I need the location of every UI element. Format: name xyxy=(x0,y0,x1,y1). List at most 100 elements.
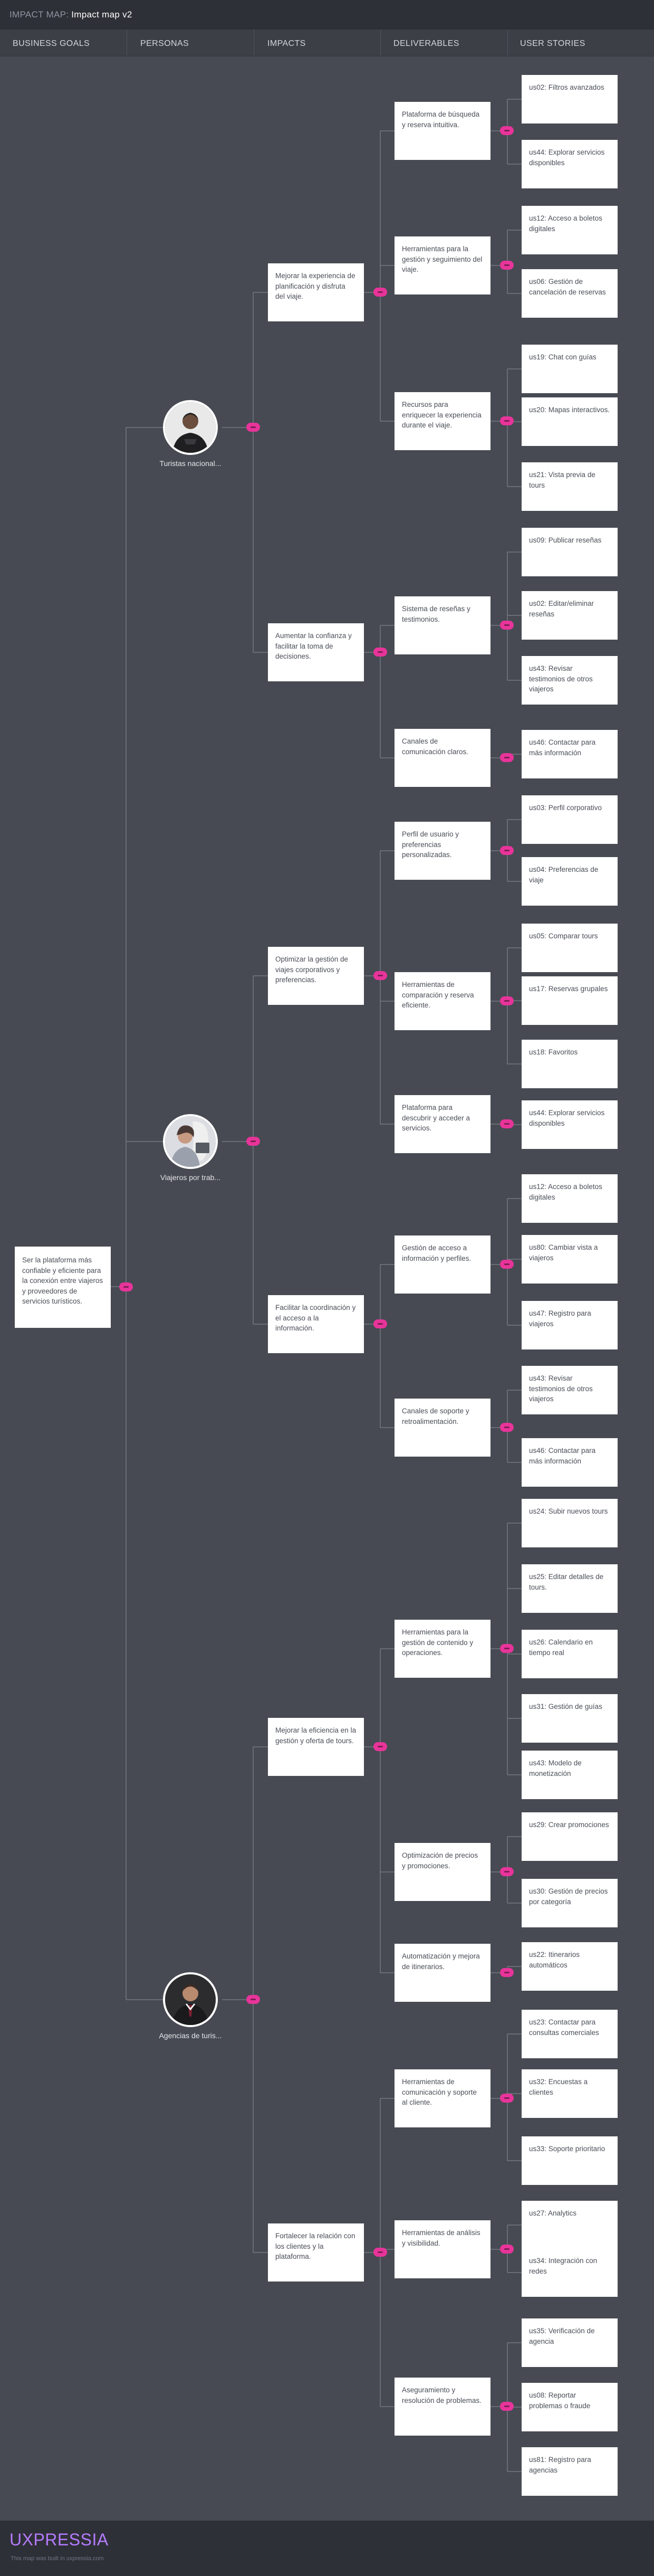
story-card[interactable]: us23: Contactar para consultas comercial… xyxy=(522,2010,618,2058)
expand-collapse-toggle[interactable] xyxy=(373,1319,387,1328)
impact-card[interactable]: Fortalecer la relación con los clientes … xyxy=(268,2223,364,2282)
expand-collapse-toggle[interactable] xyxy=(373,1742,387,1751)
story-card[interactable]: us08: Reportar problemas o fraude xyxy=(522,2383,618,2431)
expand-collapse-toggle[interactable] xyxy=(500,753,514,762)
expand-collapse-toggle[interactable] xyxy=(500,416,514,425)
story-card[interactable]: us81: Registro para agencias xyxy=(522,2447,618,2496)
expand-collapse-toggle[interactable] xyxy=(500,996,514,1005)
story-card[interactable]: us32: Encuestas a clientes xyxy=(522,2069,618,2118)
deliverable-card[interactable]: Herramientas de comparación y reserva ef… xyxy=(395,972,491,1030)
story-card[interactable]: us02: Filtros avanzados xyxy=(522,75,618,123)
expand-collapse-toggle[interactable] xyxy=(373,288,387,297)
expand-collapse-toggle[interactable] xyxy=(500,2402,514,2411)
story-card[interactable]: us46: Contactar para más información xyxy=(522,730,618,778)
story-card[interactable]: us12: Acceso a boletos digitales xyxy=(522,1174,618,1223)
story-card[interactable]: us20: Mapas interactivos. xyxy=(522,397,618,446)
deliverable-card[interactable]: Canales de comunicación claros. xyxy=(395,729,491,787)
story-card[interactable]: us27: Analytics xyxy=(522,2201,618,2249)
deliverable-card[interactable]: Aseguramiento y resolución de problemas. xyxy=(395,2378,491,2436)
deliverable-card[interactable]: Optimización de precios y promociones. xyxy=(395,1843,491,1901)
expand-collapse-toggle[interactable] xyxy=(500,126,514,135)
story-card[interactable]: us05: Comparar tours xyxy=(522,924,618,972)
brand-logo[interactable]: UXPRESSIA xyxy=(9,2530,109,2549)
footer-note: This map was built in uxpressia.com xyxy=(11,2555,104,2562)
deliverable-card[interactable]: Herramientas para la gestión de contenid… xyxy=(395,1620,491,1678)
story-card[interactable]: us12: Acceso a boletos digitales xyxy=(522,206,618,254)
deliverable-card[interactable]: Herramientas de análisis y visibilidad. xyxy=(395,2220,491,2278)
story-card[interactable]: us44: Explorar servicios disponibles xyxy=(522,1100,618,1149)
expand-collapse-toggle[interactable] xyxy=(500,621,514,630)
expand-collapse-toggle[interactable] xyxy=(246,423,260,432)
expand-collapse-toggle[interactable] xyxy=(500,2245,514,2254)
expand-collapse-toggle[interactable] xyxy=(246,1995,260,2004)
persona-name: Viajeros por trab... xyxy=(160,1173,221,1182)
deliverable-card[interactable]: Herramientas para la gestión y seguimien… xyxy=(395,236,491,294)
deliverable-card[interactable]: Recursos para enriquecer la experiencia … xyxy=(395,392,491,450)
expand-collapse-toggle[interactable] xyxy=(373,971,387,980)
story-card[interactable]: us35: Verificación de agencia xyxy=(522,2318,618,2367)
deliverable-card[interactable]: Sistema de reseñas y testimonios. xyxy=(395,596,491,654)
story-card[interactable]: us17: Reservas grupales xyxy=(522,976,618,1025)
deliverable-card[interactable]: Perfil de usuario y preferencias persona… xyxy=(395,822,491,880)
expand-collapse-toggle[interactable] xyxy=(373,648,387,657)
story-card[interactable]: us22: Itinerarios automáticos xyxy=(522,1942,618,1991)
expand-collapse-toggle[interactable] xyxy=(373,2248,387,2257)
expand-collapse-toggle[interactable] xyxy=(500,1968,514,1977)
goal-card[interactable]: Ser la plataforma más confiable y eficie… xyxy=(15,1247,111,1328)
deliverable-card[interactable]: Plataforma de búsqueda y reserva intuiti… xyxy=(395,102,491,160)
story-card[interactable]: us34: Integración con redes xyxy=(522,2248,618,2297)
deliverable-card[interactable]: Automatización y mejora de itinerarios. xyxy=(395,1944,491,2002)
impact-card[interactable]: Facilitar la coordinación y el acceso a … xyxy=(268,1295,364,1353)
deliverable-card[interactable]: Plataforma para descubrir y acceder a se… xyxy=(395,1095,491,1153)
impact-card[interactable]: Aumentar la confianza y facilitar la tom… xyxy=(268,623,364,681)
expand-collapse-toggle[interactable] xyxy=(500,261,514,270)
story-card[interactable]: us25: Editar detalles de tours. xyxy=(522,1564,618,1613)
map-title[interactable]: IMPACT MAP: Impact map v2 xyxy=(9,9,132,20)
story-card[interactable]: us06: Gestión de cancelación de reservas xyxy=(522,269,618,318)
expand-collapse-toggle[interactable] xyxy=(500,1644,514,1653)
impact-card[interactable]: Mejorar la experiencia de planificación … xyxy=(268,263,364,321)
persona-card[interactable]: Agencias de turis... xyxy=(159,1972,222,2041)
story-card[interactable]: us02: Editar/eliminar reseñas xyxy=(522,591,618,640)
persona-photo xyxy=(165,1116,216,1167)
story-card[interactable]: us18: Favoritos xyxy=(522,1040,618,1088)
expand-collapse-toggle[interactable] xyxy=(119,1282,133,1291)
column-header-personas: PERSONAS xyxy=(140,39,189,48)
expand-collapse-toggle[interactable] xyxy=(500,1119,514,1128)
column-header-impacts: IMPACTS xyxy=(267,39,306,48)
story-card[interactable]: us30: Gestión de precios por categoría xyxy=(522,1879,618,1927)
expand-collapse-toggle[interactable] xyxy=(500,1867,514,1876)
story-card[interactable]: us26: Calendario en tiempo real xyxy=(522,1630,618,1678)
persona-card[interactable]: Viajeros por trab... xyxy=(159,1114,222,1183)
deliverable-card[interactable]: Herramientas de comunicación y soporte a… xyxy=(395,2069,491,2127)
expand-collapse-toggle[interactable] xyxy=(500,2094,514,2103)
impact-card[interactable]: Optimizar la gestión de viajes corporati… xyxy=(268,947,364,1005)
story-card[interactable]: us33: Soporte prioritario xyxy=(522,2136,618,2185)
deliverable-card[interactable]: Canales de soporte y retroalimentación. xyxy=(395,1399,491,1457)
story-card[interactable]: us21: Vista previa de tours xyxy=(522,462,618,511)
expand-collapse-toggle[interactable] xyxy=(500,1423,514,1432)
story-card[interactable]: us80: Cambiar vista a viajeros xyxy=(522,1235,618,1284)
expand-collapse-toggle[interactable] xyxy=(500,846,514,855)
story-card[interactable]: us44: Explorar servicios disponibles xyxy=(522,140,618,188)
persona-card[interactable]: Turistas nacional... xyxy=(159,400,222,469)
persona-avatar xyxy=(163,400,218,455)
expand-collapse-toggle[interactable] xyxy=(246,1137,260,1146)
expand-collapse-toggle[interactable] xyxy=(500,1260,514,1269)
column-headers: BUSINESS GOALS PERSONAS IMPACTS DELIVERA… xyxy=(0,30,654,56)
story-card[interactable]: us43: Revisar testimonios de otros viaje… xyxy=(522,656,618,705)
persona-avatar xyxy=(163,1972,218,2027)
story-card[interactable]: us29: Crear promociones xyxy=(522,1812,618,1861)
deliverable-card[interactable]: Gestión de acceso a información y perfil… xyxy=(395,1235,491,1294)
story-card[interactable]: us46: Contactar para más información xyxy=(522,1438,618,1487)
story-card[interactable]: us31: Gestión de guías xyxy=(522,1694,618,1743)
story-card[interactable]: us47: Registro para viajeros xyxy=(522,1301,618,1349)
story-card[interactable]: us04: Preferencias de viaje xyxy=(522,857,618,906)
story-card[interactable]: us09: Publicar reseñas xyxy=(522,528,618,576)
story-card[interactable]: us03: Perfil corporativo xyxy=(522,795,618,844)
story-card[interactable]: us19: Chat con guías xyxy=(522,345,618,393)
story-card[interactable]: us43: Modelo de monetización xyxy=(522,1751,618,1799)
story-card[interactable]: us24: Subir nuevos tours xyxy=(522,1499,618,1547)
story-card[interactable]: us43: Revisar testimonios de otros viaje… xyxy=(522,1366,618,1414)
impact-card[interactable]: Mejorar la eficiencia en la gestión y of… xyxy=(268,1718,364,1776)
